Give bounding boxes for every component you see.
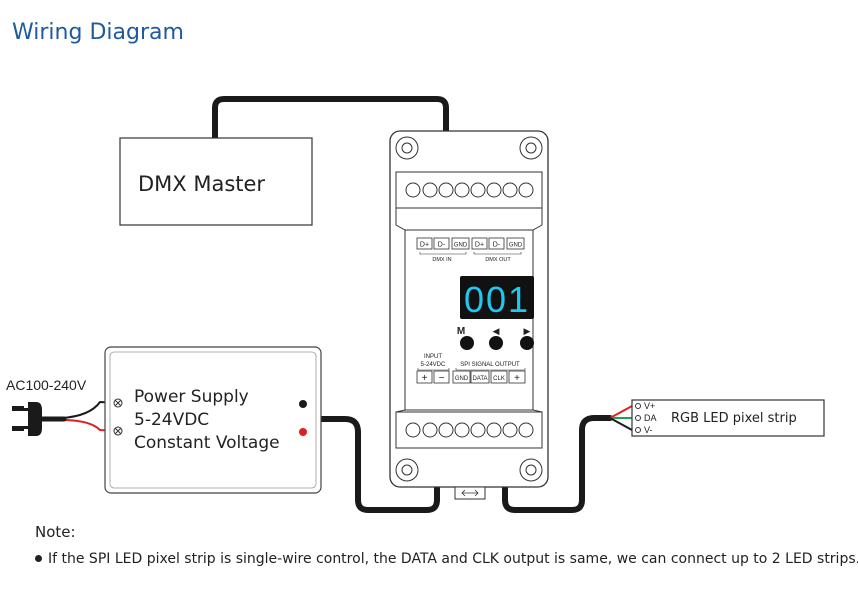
dmx-in-dplus: D+ [420, 242, 429, 249]
dmx-out-gnd: GND [509, 243, 523, 249]
mode-button[interactable] [460, 336, 474, 350]
input-label: INPUT [424, 354, 442, 360]
spi-gnd: GND [455, 376, 469, 382]
strip-wire-red [609, 405, 633, 419]
dmx-out-dplus: D+ [475, 242, 484, 249]
dmx-in-dminus: D- [438, 242, 446, 249]
display-value: 001 [464, 279, 530, 320]
left-button[interactable] [489, 336, 503, 350]
right-button[interactable] [520, 336, 534, 350]
right-button-label: ▶ [524, 326, 531, 336]
ac-plug-icon [12, 402, 42, 436]
dmx-out-label: DMX OUT [485, 257, 511, 263]
input-voltage-label: 5-24VDC [421, 362, 446, 368]
power-supply-line3: Constant Voltage [134, 433, 280, 453]
spi-cable [502, 415, 613, 513]
output-terminal-row: + − GND DATA CLK + [416, 370, 526, 384]
bottom-terminals [405, 422, 534, 438]
strip-pin-da: DA [644, 413, 657, 423]
mode-button-label: M [457, 326, 465, 337]
spi-plus: + [514, 373, 520, 384]
dmx-out-dminus: D- [493, 242, 501, 249]
led-display [460, 276, 534, 319]
power-cable [317, 416, 440, 513]
ac-input-label: AC100-240V [6, 377, 87, 393]
strip-wire-black [609, 417, 633, 431]
dmx-master-box: DMX Master [119, 137, 313, 226]
led-strip-box: V+ DA V- RGB LED pixel strip [631, 399, 825, 437]
spi-data: DATA [472, 376, 487, 382]
bullet-icon [35, 554, 42, 562]
dmx-in-label: DMX IN [432, 257, 451, 263]
input-plus: + [422, 373, 428, 384]
dmx-in-gnd: GND [454, 243, 468, 249]
power-supply-box: Power Supply 5-24VDC Constant Voltage [104, 346, 322, 494]
ac-cable-black [61, 401, 119, 419]
controller-device: D+ D- GND D+ D- GND DMX IN DMX OUT 001 M… [389, 130, 549, 500]
led-strip-label: RGB LED pixel strip [671, 411, 797, 426]
spi-clk: CLK [493, 376, 505, 382]
ac-cable-red [61, 419, 119, 432]
note-item: If the SPI LED pixel strip is single-wir… [35, 551, 858, 567]
input-minus: − [439, 373, 445, 384]
page-title: Wiring Diagram [12, 20, 184, 45]
top-terminals [405, 182, 534, 198]
note-text: If the SPI LED pixel strip is single-wir… [48, 551, 858, 567]
power-supply-line2: 5-24VDC [134, 410, 209, 430]
dmx-master-label: DMX Master [138, 172, 265, 196]
dmx-terminal-row: D+ D- GND D+ D- GND DMX IN DMX OUT [416, 237, 525, 263]
strip-pin-vplus: V+ [644, 401, 655, 411]
left-button-label: ◀ [493, 326, 500, 336]
strip-pin-vminus: V- [644, 425, 653, 435]
spi-output-label: SPI SIGNAL OUTPUT [460, 362, 520, 368]
dmx-cable [212, 96, 449, 163]
power-supply-line1: Power Supply [134, 387, 249, 407]
note-label: Note: [35, 523, 76, 541]
